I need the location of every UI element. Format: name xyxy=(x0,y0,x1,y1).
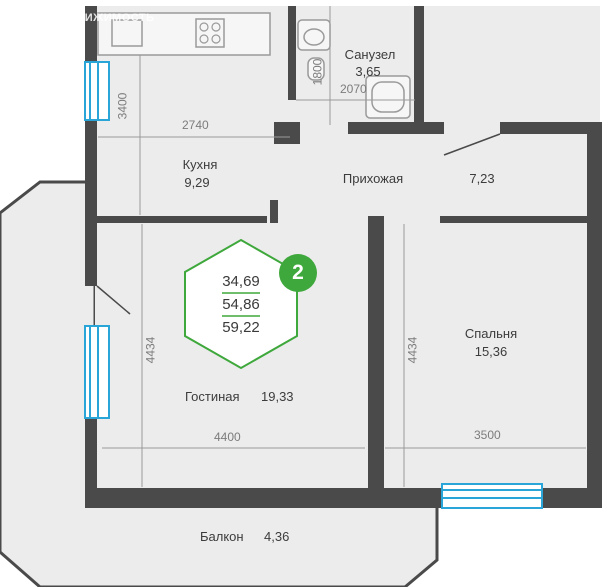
room-area-kitchen: 9,29 xyxy=(184,175,210,190)
summary-total-with-balcony: 59,22 xyxy=(222,319,260,336)
dim-bath-depth: 1800 xyxy=(310,58,325,86)
room-name-kitchen: Кухня xyxy=(182,157,218,172)
summary-living-area: 34,69 xyxy=(222,273,260,290)
room-name-living: Гостиная xyxy=(185,389,240,404)
dim-living-width: 4400 xyxy=(214,430,241,444)
watermark: ДВИЖИМОСТЬ xyxy=(68,12,155,24)
room-name-balcony: Балкон xyxy=(200,529,244,544)
summary-total-area: 54,86 xyxy=(222,296,260,313)
inner-walls xyxy=(97,6,590,496)
dim-kitchen-depth: 3400 xyxy=(115,92,130,120)
room-name-bathroom: Санузел xyxy=(344,47,396,62)
windows xyxy=(84,61,543,509)
dim-bath-width: 2070 xyxy=(340,82,367,96)
outer-walls xyxy=(85,6,602,508)
stove-burners xyxy=(199,22,221,44)
room-area-balcony: 4,36 xyxy=(264,529,290,544)
door-lines xyxy=(96,133,501,315)
room-area-bathroom: 3,65 xyxy=(355,64,381,79)
rooms-count-badge: 2 xyxy=(279,254,317,292)
bathroom-fixtures xyxy=(297,19,411,119)
room-name-bedroom: Спальня xyxy=(464,326,518,341)
dimension-lines xyxy=(98,6,586,487)
apartment-floor xyxy=(95,6,600,498)
dim-living-depth: 4434 xyxy=(143,336,158,364)
dim-bedroom-depth: 4434 xyxy=(405,336,420,364)
room-name-hallway: Прихожая xyxy=(342,171,404,186)
room-area-bedroom: 15,36 xyxy=(474,344,508,359)
kitchen-counter xyxy=(97,12,271,56)
dim-kitchen-width: 2740 xyxy=(182,118,209,132)
room-area-living: 19,33 xyxy=(261,389,294,404)
dim-bedroom-width: 3500 xyxy=(474,428,501,442)
room-area-hallway: 7,23 xyxy=(469,171,495,186)
